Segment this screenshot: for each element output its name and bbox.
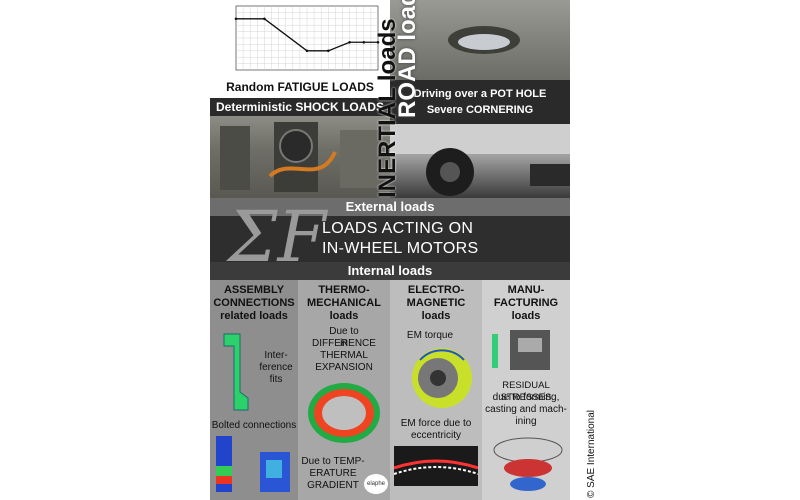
residual-text-3: casting and mach- bbox=[485, 404, 567, 415]
fatigue-loads-label: Random FATIGUE LOADS bbox=[226, 80, 374, 94]
chart-point bbox=[376, 40, 380, 44]
shock-test-photo bbox=[210, 116, 390, 198]
chart-point bbox=[362, 40, 366, 44]
car-wheel-illustration bbox=[390, 124, 570, 196]
assembly-column: ASSEMBLY CONNECTIONS related loads Inter… bbox=[210, 280, 298, 500]
internal-loads-label: Internal loads bbox=[210, 262, 570, 280]
thermo-head-3: loads bbox=[329, 310, 359, 322]
assembly-head-3: related loads bbox=[220, 310, 288, 322]
external-loads-label: External loads bbox=[210, 198, 570, 216]
residual-text-4: ining bbox=[515, 416, 537, 427]
test-rig-illustration bbox=[220, 122, 380, 192]
em-head-1: ELECTRO- bbox=[407, 284, 465, 296]
em-force-text-1: EM force due to bbox=[400, 418, 472, 429]
em-head-2: MAGNETIC bbox=[406, 297, 466, 309]
interference-fit-figure bbox=[223, 333, 249, 411]
thermo-text-2: in bbox=[340, 338, 348, 349]
em-force-text-2: eccentricity bbox=[410, 430, 461, 441]
eccentricity-figure bbox=[394, 446, 478, 486]
pothole-illustration bbox=[448, 26, 520, 54]
gradient-text-2: ERATURE bbox=[309, 468, 357, 479]
thermal-ring-figure bbox=[308, 383, 380, 443]
cornering-label: Severe CORNERING bbox=[426, 104, 534, 116]
em-torque-label: EM torque bbox=[406, 330, 454, 341]
manu-head-1: MANU- bbox=[507, 284, 545, 296]
fatigue-chart-panel: Random FATIGUE LOADS bbox=[210, 0, 390, 98]
thermo-text-4: EXPANSION bbox=[315, 362, 373, 373]
residual-text-1: RESIDUAL STRESSES bbox=[500, 380, 552, 403]
casting-figure bbox=[493, 437, 563, 491]
residual-text-2: due to forming, bbox=[492, 392, 560, 403]
pothole-photo bbox=[390, 0, 570, 80]
main-title-line1: LOADS ACTING ON bbox=[322, 220, 474, 237]
thermo-text-3: THERMAL bbox=[320, 350, 368, 361]
bolted-connection-figure bbox=[216, 436, 290, 492]
interference-note-3: fits bbox=[269, 374, 283, 385]
thermo-head-2: MECHANICAL bbox=[307, 297, 381, 309]
elaphe-logo: elaphe bbox=[364, 474, 388, 494]
em-column: ELECTRO- MAGNETIC loads EM torque EM for… bbox=[390, 280, 482, 500]
bolted-connections-label: Bolted connections bbox=[211, 420, 297, 431]
chart-point bbox=[263, 17, 266, 21]
thermo-text-1: Due to DIFFERENCE bbox=[312, 326, 376, 349]
loads-poster: Random FATIGUE LOADS Deterministic SHOCK… bbox=[210, 0, 570, 500]
title-band bbox=[210, 216, 570, 262]
car-wheel-photo bbox=[390, 124, 570, 198]
thermo-head-1: THERMO- bbox=[318, 284, 370, 296]
em-head-3: loads bbox=[421, 310, 451, 322]
gradient-text-3: GRADIENT bbox=[307, 480, 359, 491]
assembly-head-1: ASSEMBLY bbox=[223, 284, 285, 296]
chart-point bbox=[234, 17, 238, 21]
fatigue-chart bbox=[234, 5, 380, 71]
interference-note-2: ference bbox=[259, 362, 293, 373]
chart-point bbox=[305, 49, 309, 53]
gradient-text-1: Due to TEMP- bbox=[301, 456, 365, 467]
chart-grid bbox=[236, 6, 378, 70]
manu-head-3: loads bbox=[511, 310, 541, 322]
road-loads-label: ROAD loads bbox=[394, 0, 421, 118]
assembly-head-2: CONNECTIONS bbox=[213, 297, 295, 309]
manu-head-2: FACTURING bbox=[493, 297, 559, 309]
pothole-label: Driving over a POT HOLE bbox=[413, 88, 547, 100]
chart-points bbox=[234, 17, 380, 53]
thermo-column: THERMO- MECHANICAL loads Due to DIFFEREN… bbox=[298, 280, 390, 500]
chart-point bbox=[327, 49, 330, 53]
forming-machine-figure bbox=[492, 330, 550, 370]
copyright-label: © SAE International bbox=[586, 410, 597, 498]
manufacturing-column: MANU- FACTURING loads RESIDUAL STRESSES … bbox=[482, 280, 570, 500]
road-events-band: Driving over a POT HOLE Severe CORNERING bbox=[390, 80, 570, 124]
chart-point bbox=[348, 40, 351, 44]
interference-note-1: Inter- bbox=[264, 350, 288, 361]
main-title-line2: IN-WHEEL MOTORS bbox=[322, 240, 479, 257]
shock-loads-label: Deterministic SHOCK LOADS bbox=[210, 98, 390, 116]
em-rotor-figure bbox=[412, 348, 472, 408]
